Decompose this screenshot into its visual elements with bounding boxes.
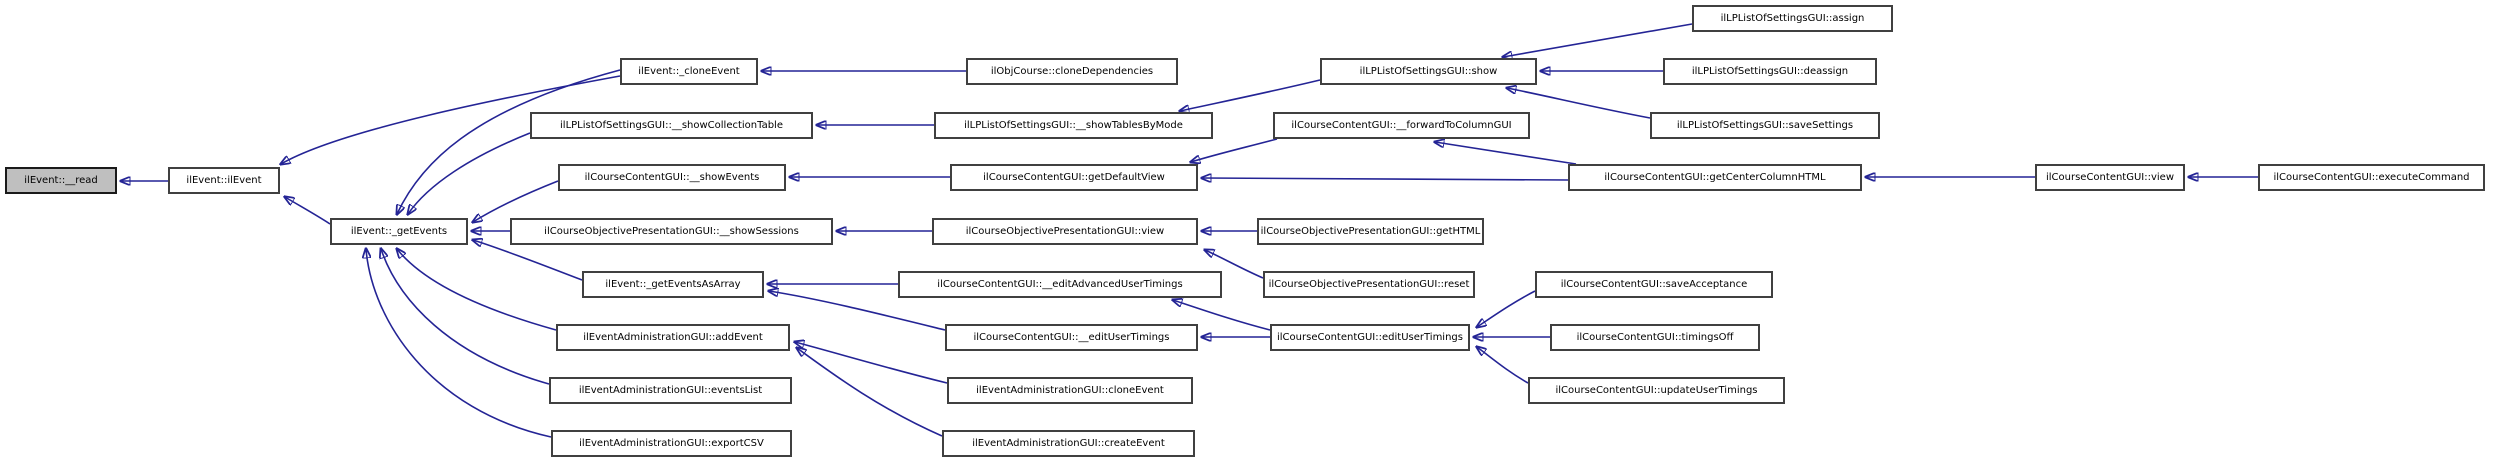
graph-node-objective-reset[interactable]: ilCourseObjectivePresentationGUI::reset <box>1263 271 1475 298</box>
graph-node-lp-deassign[interactable]: ilLPListOfSettingsGUI::deassign <box>1663 58 1877 85</box>
edge-cloneEvent-getEvents <box>397 69 621 214</box>
graph-node-admin-cloneEvent[interactable]: ilEventAdministrationGUI::cloneEvent <box>947 377 1193 404</box>
graph-node-addEvent[interactable]: ilEventAdministrationGUI::addEvent <box>556 324 790 351</box>
graph-node-eventsList[interactable]: ilEventAdministrationGUI::eventsList <box>549 377 792 404</box>
graph-node-showSessions[interactable]: ilCourseObjectivePresentationGUI::__show… <box>510 218 833 245</box>
edge-forwardToColumnGUI-getDefaultView <box>1191 138 1278 162</box>
edge-getCenterColumnHTML-getDefaultView <box>1202 178 1569 180</box>
edge-showCollectionTable-getEvents <box>408 132 531 214</box>
edge-eventsList-getEvents <box>381 249 550 385</box>
graph-node-editUserTimings[interactable]: ilCourseContentGUI::editUserTimings <box>1270 324 1470 351</box>
graph-node-getCenterColumnHTML[interactable]: ilCourseContentGUI::getCenterColumnHTML <box>1568 164 1862 191</box>
graph-node-ilEvent-ilEvent[interactable]: ilEvent::ilEvent <box>168 167 280 194</box>
graph-node-lp-show[interactable]: ilLPListOfSettingsGUI::show <box>1320 58 1537 85</box>
edge-showEvents-getEvents <box>473 180 559 222</box>
edge-reset-viewObjective <box>1205 250 1264 279</box>
edge-getEvents-ilEvent <box>285 197 331 225</box>
edge-editUserTimingsPriv-getEventsAsArray <box>769 291 946 331</box>
graph-node-showEvents[interactable]: ilCourseContentGUI::__showEvents <box>558 164 786 191</box>
graph-node-admin-createEvent[interactable]: ilEventAdministrationGUI::createEvent <box>942 430 1195 457</box>
graph-node-objective-getHTML[interactable]: ilCourseObjectivePresentationGUI::getHTM… <box>1257 218 1484 245</box>
edge-getCenterColumnHTML-forwardToColumnGUI <box>1435 142 1577 165</box>
graph-node-objective-view[interactable]: ilCourseObjectivePresentationGUI::view <box>932 218 1198 245</box>
graph-node-forwardToColumnGUI[interactable]: ilCourseContentGUI::__forwardToColumnGUI <box>1273 112 1530 139</box>
graph-node-coursecontent-view[interactable]: ilCourseContentGUI::view <box>2035 164 2185 191</box>
edge-addEvent-getEvents <box>397 249 557 331</box>
graph-node-showCollectionTable[interactable]: ilLPListOfSettingsGUI::__showCollectionT… <box>530 112 813 139</box>
graph-node-lp-saveSettings[interactable]: ilLPListOfSettingsGUI::saveSettings <box>1650 112 1880 139</box>
graph-node-saveAcceptance[interactable]: ilCourseContentGUI::saveAcceptance <box>1535 271 1773 298</box>
graph-node-executeCommand[interactable]: ilCourseContentGUI::executeCommand <box>2258 164 2485 191</box>
graph-node-ilEvent-read: ilEvent::__read <box>5 167 117 194</box>
graph-node-updateUserTimings[interactable]: ilCourseContentGUI::updateUserTimings <box>1528 377 1785 404</box>
graph-node-lp-assign[interactable]: ilLPListOfSettingsGUI::assign <box>1692 5 1893 32</box>
edge-editUserTimings-editAdvUserTimings <box>1173 300 1271 331</box>
graph-node-ilEvent-cloneEvent[interactable]: ilEvent::_cloneEvent <box>620 58 758 85</box>
edge-adminCloneEvent-addEvent <box>795 342 948 384</box>
graph-node-getDefaultView[interactable]: ilCourseContentGUI::getDefaultView <box>950 164 1198 191</box>
graph-node-getEvents[interactable]: ilEvent::_getEvents <box>330 218 468 245</box>
edge-getEventsAsArray-getEvents <box>473 240 583 281</box>
edge-lpShow-showTablesByMode <box>1180 79 1321 111</box>
edge-exportCSV-getEvents <box>366 249 552 438</box>
edge-lpAssign-lpShow <box>1503 23 1693 57</box>
edge-saveAcceptance-editUserTimings <box>1477 290 1536 327</box>
graph-node-cloneDependencies[interactable]: ilObjCourse::cloneDependencies <box>966 58 1178 85</box>
edge-updateUserTimings-editUserTimings <box>1477 347 1529 384</box>
edge-adminCreateEvent-addEvent <box>797 348 943 437</box>
graph-node-getEventsAsArray[interactable]: ilEvent::_getEventsAsArray <box>582 271 764 298</box>
graph-node-editAdvancedUserTimings[interactable]: ilCourseContentGUI::__editAdvancedUserTi… <box>898 271 1222 298</box>
graph-node-exportCSV[interactable]: ilEventAdministrationGUI::exportCSV <box>551 430 792 457</box>
graph-node-timingsOff[interactable]: ilCourseContentGUI::timingsOff <box>1550 324 1760 351</box>
graph-node-showTablesByMode[interactable]: ilLPListOfSettingsGUI::__showTablesByMod… <box>934 112 1213 139</box>
graph-node-editUserTimings-private[interactable]: ilCourseContentGUI::__editUserTimings <box>945 324 1198 351</box>
edge-lpSaveSettings-lpShow <box>1507 88 1651 119</box>
